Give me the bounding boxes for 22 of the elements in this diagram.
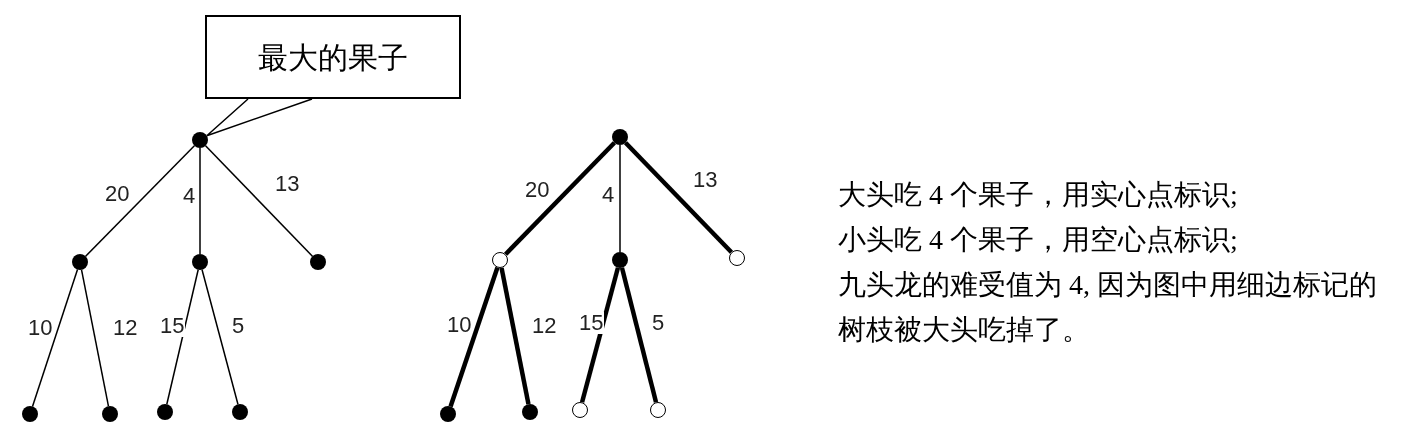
tree-branch — [84, 144, 196, 258]
explanation-text: 小头吃 4 个果子，用空心点标识; — [838, 223, 1239, 257]
tree-branch — [199, 147, 201, 255]
tree-branch — [31, 268, 79, 408]
tree-branch — [201, 269, 239, 405]
tree-branch — [619, 267, 659, 403]
tree-branch — [80, 269, 110, 407]
tree-branch — [448, 266, 500, 408]
tree-branch — [579, 267, 621, 403]
edge-label: 15 — [578, 312, 605, 334]
callout-text: 最大的果子 — [258, 39, 408, 76]
tree-branch — [499, 267, 531, 405]
callout-pointer — [206, 98, 313, 137]
tree-branch — [166, 269, 199, 405]
tree-branch — [204, 145, 314, 257]
tree-branch — [504, 141, 616, 256]
explanation-text: 九头龙的难受值为 4, 因为图中用细边标记的树枝被大头吃掉了。 — [838, 268, 1378, 347]
edge-label: 15 — [159, 315, 186, 337]
tree-branch — [623, 141, 734, 254]
explanation-text: 大头吃 4 个果子，用实心点标识; — [838, 178, 1239, 212]
tree-branch — [619, 144, 621, 253]
callout-box — [205, 15, 461, 99]
